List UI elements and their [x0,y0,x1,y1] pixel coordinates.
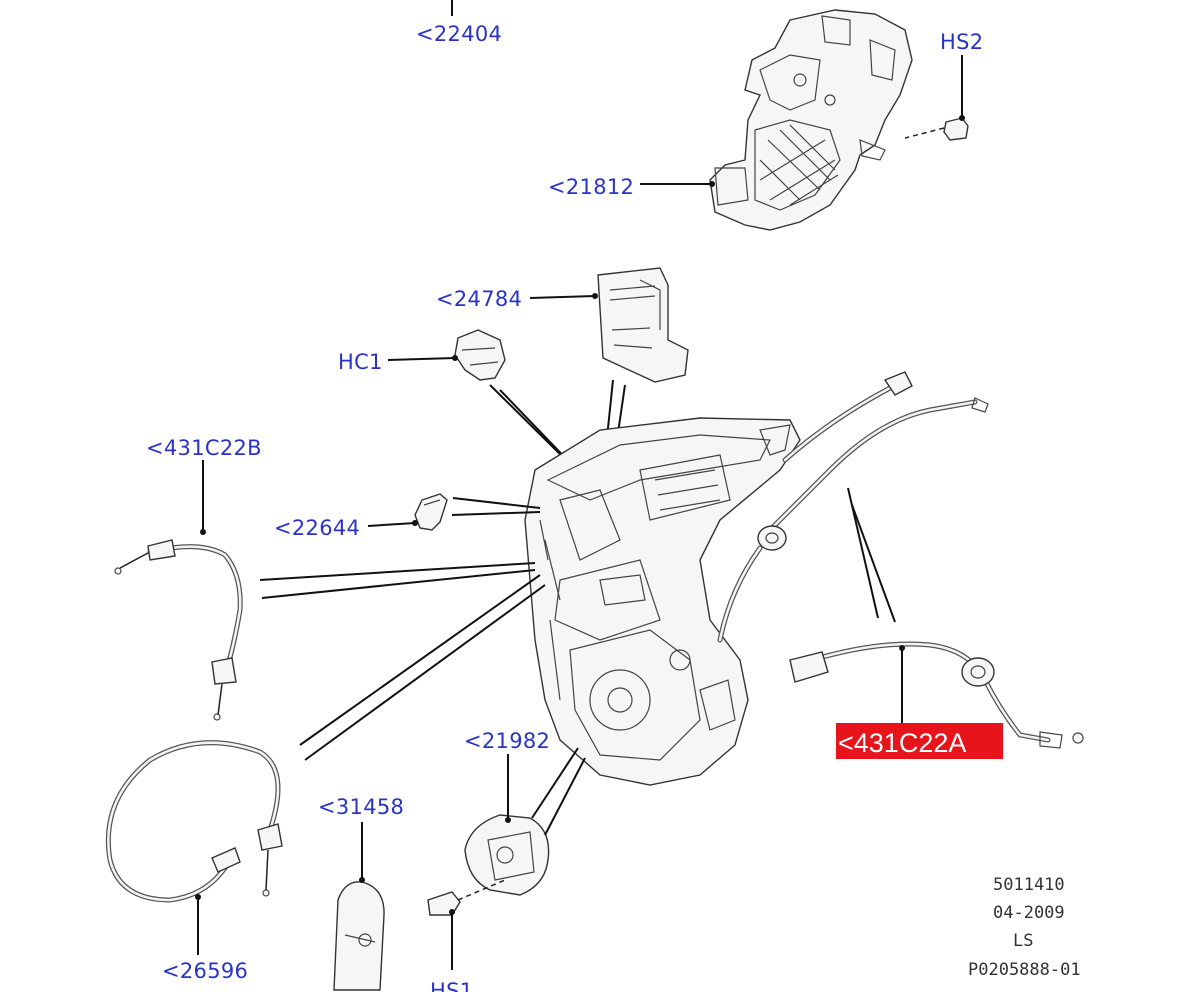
drawing-date: 04-2009 [993,903,1065,923]
svg-text:HC1: HC1 [338,350,383,374]
callout-31458[interactable]: <31458 [318,795,404,883]
drawing-number: 5011410 [993,875,1065,895]
callout-22644[interactable]: <22644 [274,516,418,540]
door-latch-actuator-part [709,9,913,231]
drawing-part-number: P0205888-01 [968,960,1081,980]
callout-21982[interactable]: <21982 [464,729,550,823]
highlight-box [836,723,1003,759]
leader-lines-21982 [531,747,586,836]
bracket-24784-part [597,267,689,383]
callout-hc1[interactable]: HC1 [338,350,458,374]
svg-text:<24784: <24784 [436,287,522,311]
drawing-info: 5011410 04-2009 LS P0205888-01 [968,875,1081,980]
drawing-model-code: LS [1013,931,1033,951]
svg-text:<22404: <22404 [416,22,502,46]
callout-24784[interactable]: <24784 [436,287,598,311]
bolt-22644-part [414,493,448,531]
screw-hs2-part [904,117,969,141]
cable-26596-part [105,740,283,903]
callout-22404[interactable]: <22404 [416,0,502,46]
svg-text:<431C22A: <431C22A [838,728,966,758]
striker-21982-part [427,814,550,916]
leader-lines-22644 [451,497,541,516]
svg-text:HS2: HS2 [940,30,983,54]
svg-text:<22644: <22644 [274,516,360,540]
callout-431C22A[interactable]: <431C22A [836,645,1003,759]
svg-text:HS1: HS1 [430,979,473,992]
callout-431C22B[interactable]: <431C22B [146,436,262,535]
callout-26596[interactable]: <26596 [162,894,248,983]
cable-431C22B-part [114,539,243,721]
door-latch-assembly-part [524,417,801,786]
leader-lines-431C22A [847,487,896,623]
clip-hc1-part [454,329,506,381]
callout-hs2[interactable]: HS2 [940,30,983,121]
cable-431C22A-part [717,371,1084,749]
cover-31458-part [333,881,385,991]
callout-hs1[interactable]: HS1 [430,909,473,992]
svg-text:<31458: <31458 [318,795,404,819]
svg-text:<431C22B: <431C22B [146,436,262,460]
svg-text:<21982: <21982 [464,729,550,753]
svg-text:<26596: <26596 [162,959,248,983]
leader-lines-left [259,562,546,761]
svg-text:<21812: <21812 [548,175,634,199]
callout-21812[interactable]: <21812 [548,175,715,199]
